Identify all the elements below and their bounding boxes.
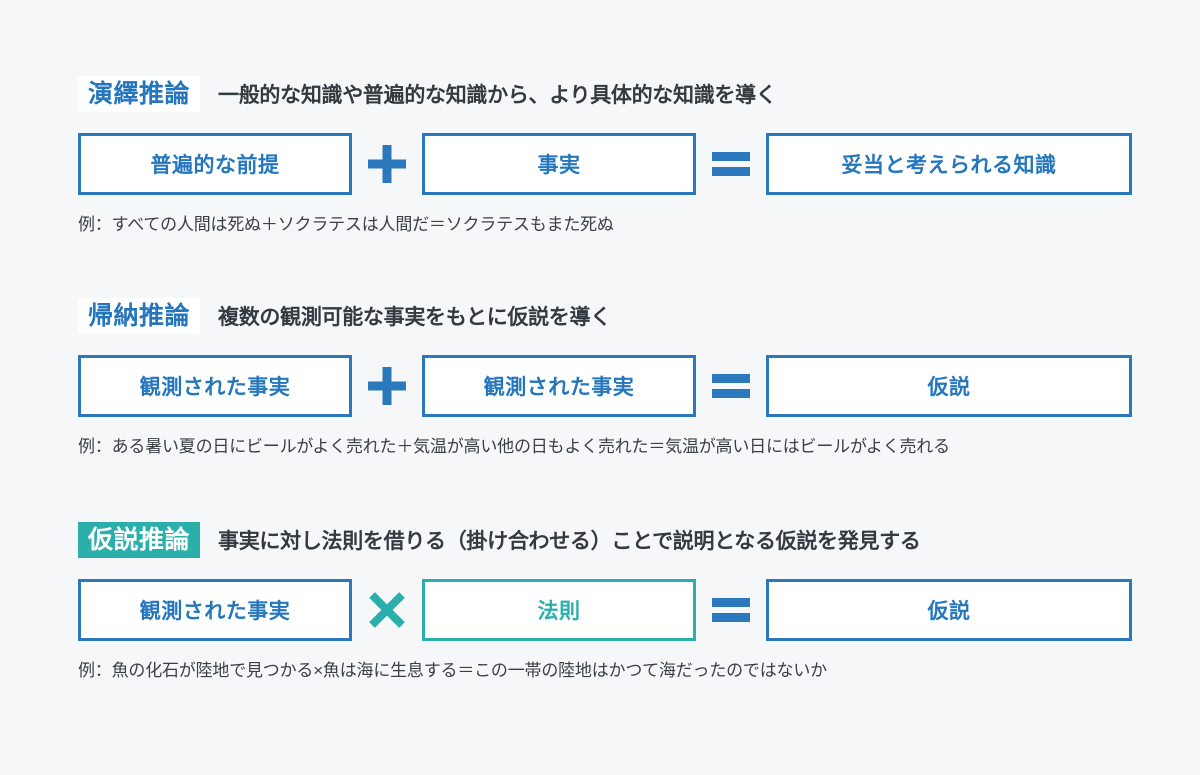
section-description: 事実に対し法則を借りる（掛け合わせる）ことで説明となる仮説を発見する — [218, 530, 921, 553]
equals-icon — [696, 371, 766, 401]
multiply-icon — [352, 592, 422, 628]
term-box-observed-fact-2: 観測された事実 — [422, 355, 696, 417]
term-box-observed-fact: 観測された事実 — [78, 579, 352, 641]
term-box-fact: 事実 — [422, 133, 696, 195]
example-text: 例：ある暑い夏の日にビールがよく売れた＋気温が高い他の日もよく売れた＝気温が高い… — [78, 437, 950, 456]
section-heading: 帰納推論 複数の観測可能な事実をもとに仮説を導く — [78, 296, 1126, 336]
section-deductive-reasoning: 演繹推論 一般的な知識や普遍的な知識から、より具体的な知識を導く 普遍的な前提 … — [78, 74, 1132, 235]
section-heading: 仮説推論 事実に対し法則を借りる（掛け合わせる）ことで説明となる仮説を発見する — [78, 520, 1126, 560]
section-heading: 演繹推論 一般的な知識や普遍的な知識から、より具体的な知識を導く — [78, 74, 1126, 114]
formula-row: 普遍的な前提 事実 妥当と考えられる知識 — [78, 133, 1132, 195]
term-box-rule: 法則 — [422, 579, 696, 641]
example-text: 例：魚の化石が陸地で見つかる×魚は海に生息する＝この一帯の陸地はかつて海だったの… — [78, 661, 827, 680]
plus-icon — [352, 145, 422, 183]
section-description: 一般的な知識や普遍的な知識から、より具体的な知識を導く — [218, 84, 777, 107]
section-description: 複数の観測可能な事実をもとに仮説を導く — [218, 306, 611, 329]
section-badge-deductive: 演繹推論 — [78, 76, 201, 112]
section-abductive-reasoning: 仮説推論 事実に対し法則を借りる（掛け合わせる）ことで説明となる仮説を発見する … — [78, 520, 1132, 681]
section-badge-inductive: 帰納推論 — [78, 298, 201, 334]
formula-row: 観測された事実 観測された事実 仮説 — [78, 355, 1132, 417]
equals-icon — [696, 149, 766, 179]
example-text: 例：すべての人間は死ぬ＋ソクラテスは人間だ＝ソクラテスもまた死ぬ — [78, 215, 614, 234]
term-box-conclusion: 妥当と考えられる知識 — [766, 133, 1132, 195]
plus-icon — [352, 367, 422, 405]
section-inductive-reasoning: 帰納推論 複数の観測可能な事実をもとに仮説を導く 観測された事実 観測された事実… — [78, 296, 1132, 457]
term-box-observed-fact-1: 観測された事実 — [78, 355, 352, 417]
term-box-hypothesis: 仮説 — [766, 579, 1132, 641]
section-badge-abductive: 仮説推論 — [78, 522, 201, 558]
formula-row: 観測された事実 法則 仮説 — [78, 579, 1132, 641]
term-box-premise: 普遍的な前提 — [78, 133, 352, 195]
term-box-hypothesis: 仮説 — [766, 355, 1132, 417]
equals-icon — [696, 595, 766, 625]
